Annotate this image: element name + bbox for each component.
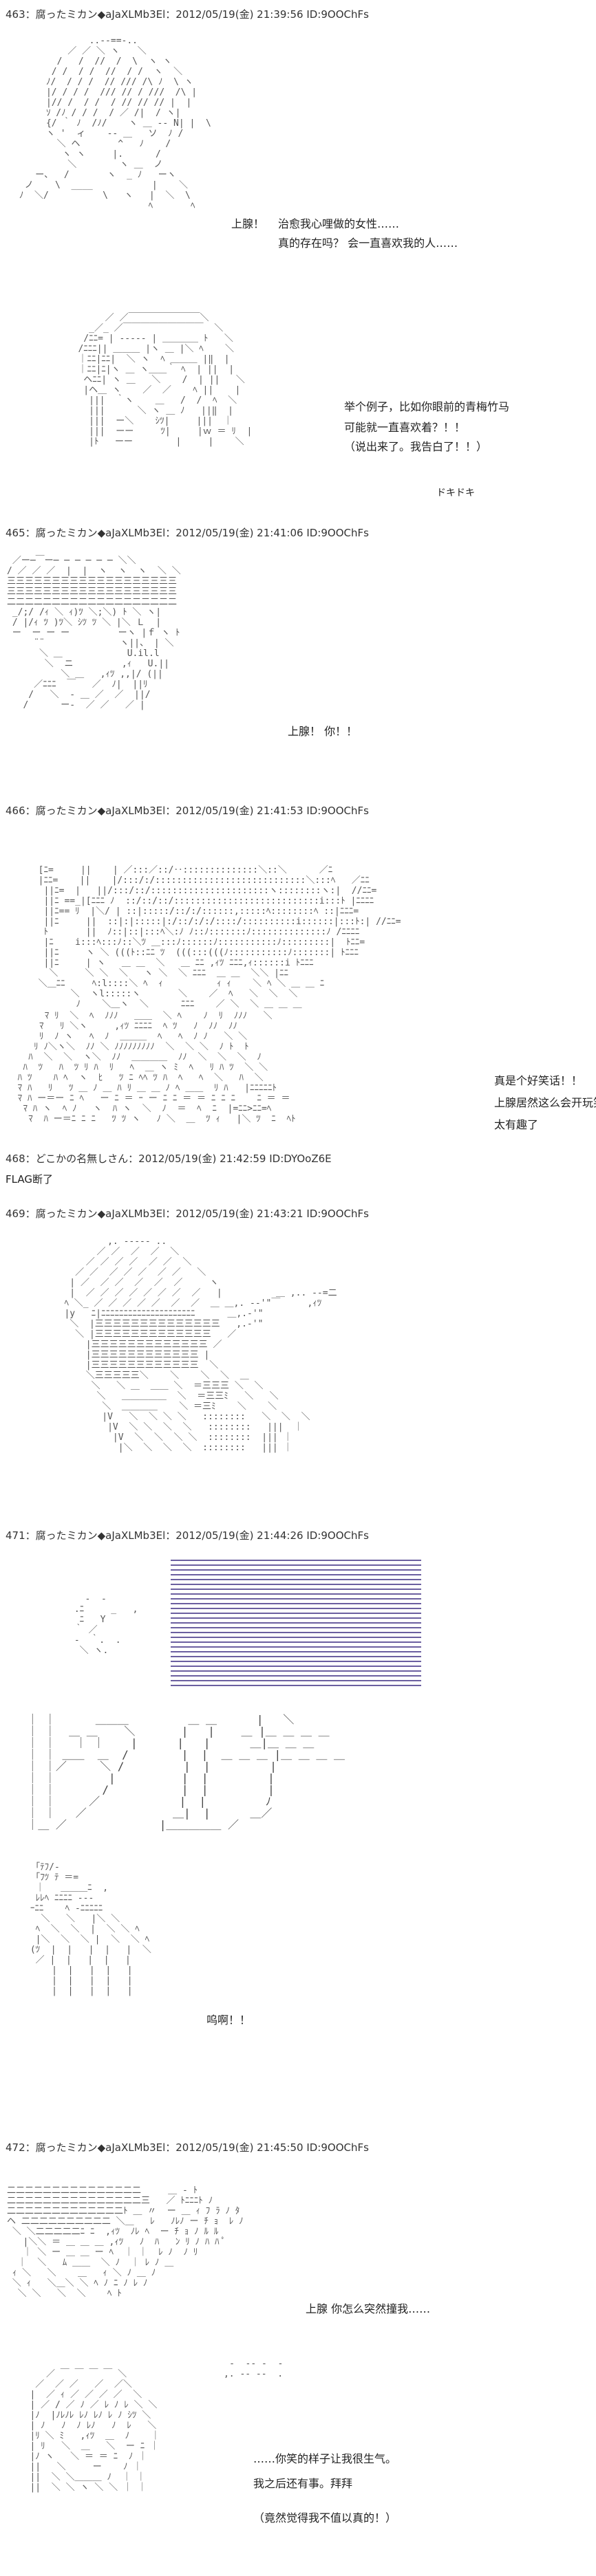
ascii-art-character: ／ー─￣ー─ ─ ─ ─ ─ ─ ＼＼ / ／ ／ ／ | | ヽ ヽ ヽ ＼ … [7, 556, 181, 710]
post-header: 465：腐ったミカン◆aJaXLMb3El：2012/05/19(金) 21:4… [6, 527, 369, 539]
speech-line: （竟然觉得我不值以真的！） [253, 2511, 397, 2524]
ascii-art-character: - ‐- ‐ - ／ ￣ ￣ ￣ ￣ ＼ ,. -‐ ‐- . ／ ／ ／ ／ … [30, 2359, 284, 2493]
speech-line: 太有趣了 [494, 1118, 539, 1131]
ascii-art-character: ｢ﾃﾌ/- ｢ﾌﾂ ﾃ ＝= ｜ ＿＿＿ﾆ , ﾚﾚﾍ ﾆﾆﾆﾆ ‐-‐ ｰﾆﾆ… [30, 1862, 151, 1996]
post-header: 471：腐ったミカン◆aJaXLMb3El：2012/05/19(金) 21:4… [6, 1529, 369, 1542]
ascii-art-character: ﾏ ﾘ ＼ ﾍ ﾉﾉﾉ ＿＿ ＼ ﾍ ﾉ ﾘ ﾉﾉﾉ ＼ ﾏ ﾘ ＼ヽ ,ｨﾂ … [17, 1011, 296, 1124]
post-header: 466：腐ったミカン◆aJaXLMb3El：2012/05/19(金) 21:4… [6, 805, 369, 817]
ascii-art-character: ／ ／￣￣￣￣￣￣￣￣＼ _／_ ／￣￣￣￣￣￣￣￣￣ ＼ /ﾆﾆ= | ‐‐‐… [78, 313, 253, 447]
speech-line: 举个例子，比如你眼前的青梅竹马 [344, 400, 510, 413]
sound-effect-baki: ｜ ｜ ＿＿＿ ＿ ＿ | ＼ ｜ ｜ ＿ ＿ ＼ | | ＿ |＿ ＿ ＿ ＿… [27, 1713, 345, 1831]
speech-line: ドキドキ [436, 488, 475, 499]
speech-line: 真的存在吗？ 会一直喜欢我的人…… [278, 237, 458, 250]
speech-line: 可能就一直喜欢着？！！ [344, 421, 466, 434]
speech-line: 呜啊！！ [206, 2013, 251, 2027]
post-header: 463：腐ったミカン◆aJaXLMb3El：2012/05/19(金) 21:3… [6, 8, 369, 21]
ascii-art-character: - - .ﾆ _ , ﾆ Y ｀ ／ - ｀. . ＼ ヽ. [74, 1594, 138, 1656]
speech-line: 上腺！ 你！！ [288, 725, 358, 738]
ascii-art-character: ,. ‐--‐- .. ／ ／ ／ ／ ＼ ／ ／ ／ ／ ／ ／ ＼ ／ ／ … [64, 1236, 337, 1453]
speech-line: 上腺居然这么会开玩笑 [494, 1096, 596, 1109]
speech-line: （说出来了。我告白了！！） [344, 440, 488, 453]
post-header: 472：腐ったミカン◆aJaXLMb3El：2012/05/19(金) 21:4… [6, 2141, 369, 2154]
ascii-art-character: [ﾆ= || | ／:::／::/‥::::::::::::::＼::＼ ／ﾆ … [38, 865, 401, 1009]
speech-line: 上腺 你怎么突然撞我…… [306, 2302, 431, 2315]
ascii-art-character: 二二二二二二二二二二二二二二二 ＿ ‐ ﾄ 二二二二二二二二二二二二二二二三 ／… [7, 2185, 244, 2299]
speech-line: ……你笑的样子让我很生气。 [253, 2452, 397, 2465]
speech-line: 上腺！ [231, 217, 265, 230]
speed-lines-effect [171, 1560, 421, 1686]
speech-line: 真是个好笑话！！ [494, 1074, 583, 1087]
post-header: 469：腐ったミカン◆aJaXLMb3El：2012/05/19(金) 21:4… [6, 1208, 369, 1220]
speech-line: 我之后还有事。拜拜 [253, 2477, 353, 2490]
speech-line: 治愈我心哩做的女性…… [278, 217, 400, 230]
ascii-art-character: ..-‐==-.. ／ ／ ＼ ヽ ＼ / / // / \ ヽ ヽ / / /… [19, 36, 211, 211]
post-header: 468：どこかの名無しさん：2012/05/19(金) 21:42:59 ID:… [6, 1153, 332, 1165]
speech-line: FLAG断了 [6, 1173, 53, 1186]
